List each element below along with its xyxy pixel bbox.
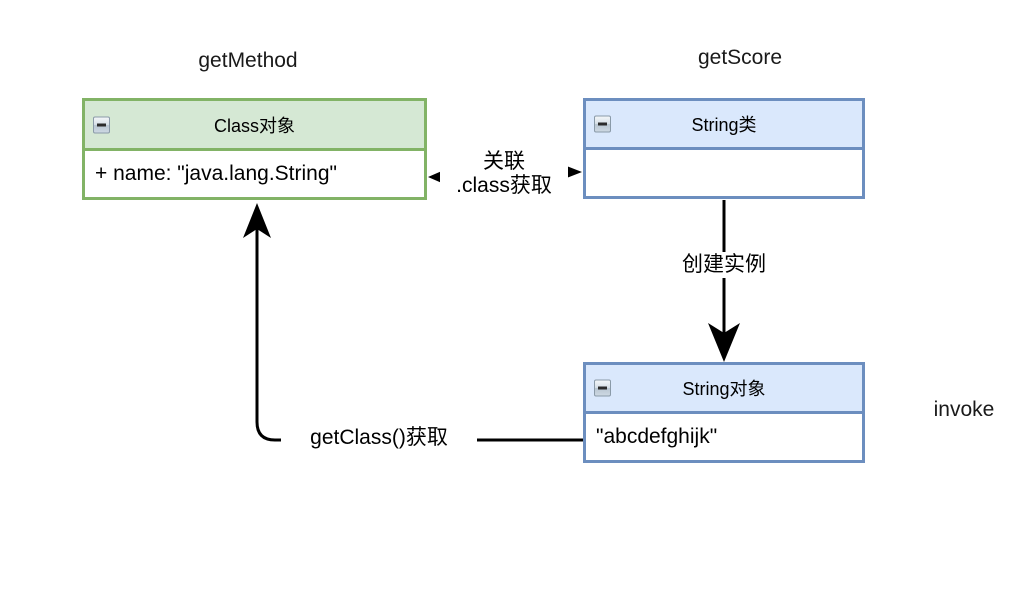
class-object-title: Class对象 [213, 115, 295, 136]
string-object-title: String对象 [682, 379, 766, 399]
string-class-title: String类 [691, 115, 757, 135]
get-class-arrowhead [243, 203, 271, 238]
class-object-attribute: + name: "java.lang.String" [85, 151, 424, 197]
get-class-label: getClass()获取 [281, 425, 477, 451]
collapse-minus-icon[interactable] [594, 115, 611, 133]
collapse-minus-icon[interactable] [93, 116, 110, 133]
create-instance-label: 创建实例 [658, 252, 790, 278]
string-class-header: String类 [586, 101, 862, 150]
caption-get-score: getScore [697, 46, 783, 69]
association-label: 关联 .class获取 [440, 150, 568, 198]
uml-box-string-class[interactable]: String类 [583, 98, 865, 199]
association-label-line2: .class获取 [456, 173, 552, 197]
uml-box-string-object[interactable]: String对象 "abcdefghijk" [583, 362, 865, 463]
create-instance-arrowhead [708, 323, 740, 362]
get-class-path [255, 218, 583, 442]
collapse-minus-icon[interactable] [594, 379, 611, 397]
caption-get-method: getMethod [198, 49, 298, 72]
string-class-attribute [586, 150, 862, 196]
uml-box-class-object[interactable]: Class对象 + name: "java.lang.String" [82, 98, 427, 200]
class-object-header: Class对象 [85, 101, 424, 151]
string-object-attribute: "abcdefghijk" [586, 414, 862, 460]
string-object-header: String对象 [586, 365, 862, 414]
association-label-line1: 关联 [483, 150, 525, 173]
caption-invoke: invoke [933, 398, 995, 421]
